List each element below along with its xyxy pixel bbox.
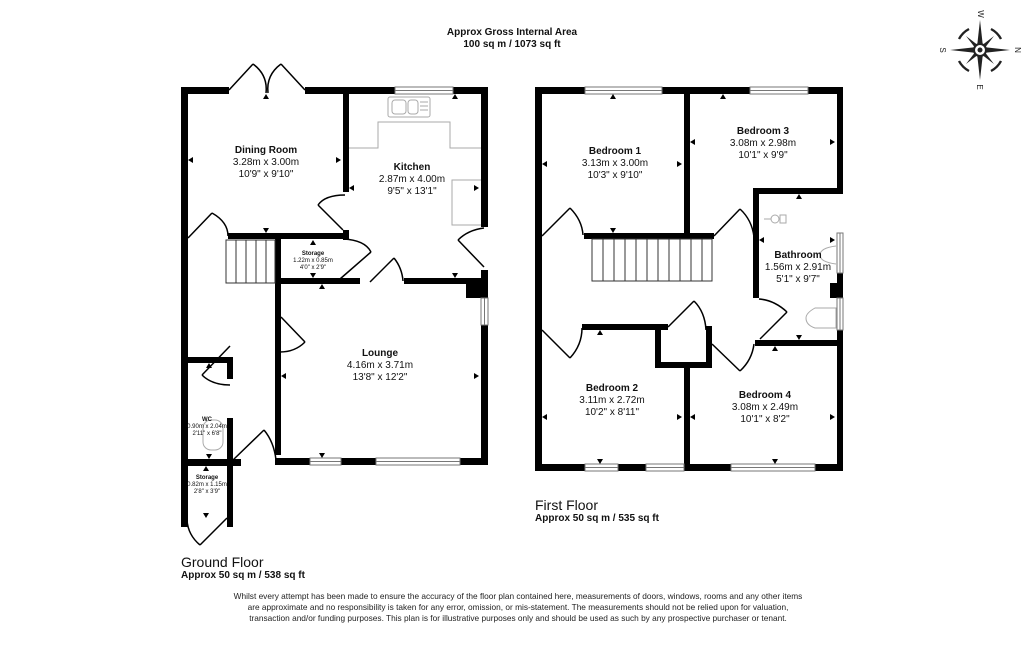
ground-floor-caption: Ground Floor Approx 50 sq m / 538 sq ft [181,554,305,582]
room-metric: 0.82m x 1.15m [187,482,227,488]
room-label-bedroom-2: Bedroom 2 3.11m x 2.72m 10'2" x 8'11" [579,383,644,419]
room-imperial: 10'3" x 9'10" [587,170,643,181]
kitchen-fixtures [202,96,481,451]
room-imperial: 13'8" x 12'2" [352,372,408,383]
room-metric: 3.13m x 3.00m [581,158,649,169]
room-metric: 2.87m x 4.00m [378,174,446,185]
ground-floor-walls [181,87,488,527]
disclaimer-text: Whilst every attempt has been made to en… [233,591,803,623]
compass-east-label: E [975,84,984,89]
room-imperial: 10'2" x 8'11" [584,407,640,418]
room-label-bathroom: Bathroom 1.56m x 2.91m 5'1" x 9'7" [765,250,831,286]
room-imperial: 10'1" x 8'2" [740,414,790,425]
room-name: Dining Room [234,145,298,156]
room-metric: 1.56m x 2.91m [764,262,832,273]
first-floor-doors [541,207,788,372]
room-label-bedroom-3: Bedroom 3 3.08m x 2.98m 10'1" x 9'9" [730,126,796,162]
room-label-bedroom-1: Bedroom 1 3.13m x 3.00m 10'3" x 9'10" [582,146,648,182]
first-floor-title: First Floor [535,497,598,513]
first-floor-area: Approx 50 sq m / 535 sq ft [535,513,659,524]
compass-west-label: W [976,10,985,18]
room-imperial: 9'5" x 13'1" [387,186,437,197]
room-label-lounge: Lounge 4.16m x 3.71m 13'8" x 12'2" [347,348,413,384]
room-label-wc: WC 0.90m x 2.04m 2'11" x 6'8" [187,417,227,438]
ground-floor-title: Ground Floor [181,554,264,570]
first-floor-stairs [591,238,713,282]
room-imperial: 10'1" x 9'9" [738,150,788,161]
room-imperial: 2'8" x 3'9" [193,489,221,495]
compass-rose-icon: W N S E [940,10,1022,89]
room-label-bedroom-4: Bedroom 4 3.08m x 2.49m 10'1" x 8'2" [732,390,798,426]
room-label-kitchen: Kitchen 2.87m x 4.00m 9'5" x 13'1" [379,162,445,198]
gross-area-header: Approx Gross Internal Area 100 sq m / 10… [0,27,1024,51]
room-label-storage-ground: Storage 1.22m x 0.85m 4'0" x 2'9" [293,251,333,272]
room-metric: 1.22m x 0.85m [293,258,333,264]
room-imperial: 5'1" x 9'7" [776,274,820,285]
room-imperial: 10'9" x 9'10" [238,169,294,180]
first-floor-walls [535,87,843,471]
room-name: Bedroom 4 [738,390,792,401]
room-name: Bedroom 1 [588,146,642,157]
ground-floor-area: Approx 50 sq m / 538 sq ft [181,570,305,581]
room-name: Lounge [361,348,399,359]
first-floor-windows [584,86,844,472]
bathroom-fixtures [764,214,837,329]
room-metric: 3.28m x 3.00m [232,157,300,168]
room-name: Bedroom 2 [585,383,639,394]
room-name: WC [202,417,212,423]
room-metric: 3.08m x 2.98m [729,138,797,149]
room-metric: 0.90m x 2.04m [187,424,227,430]
first-floor-caption: First Floor Approx 50 sq m / 535 sq ft [535,497,659,525]
compass-north-label: N [1013,47,1022,53]
room-label-dining-room: Dining Room 3.28m x 3.00m 10'9" x 9'10" [233,145,299,181]
first-floor-dimension-markers [542,94,835,464]
room-label-storage-understairs: Storage 0.82m x 1.15m 2'8" x 3'9" [187,475,227,496]
room-metric: 3.11m x 2.72m [579,395,645,406]
room-metric: 4.16m x 3.71m [346,360,414,371]
compass-south-label: S [940,47,947,52]
room-name: Storage [195,475,219,481]
gross-area-value: 100 sq m / 1073 sq ft [463,39,561,50]
ground-floor-dimension-markers [188,94,479,518]
room-name: Kitchen [393,162,431,173]
room-name: Storage [301,251,325,257]
room-metric: 3.08m x 2.49m [731,402,799,413]
ground-floor-doors [186,63,485,546]
room-name: Bathroom [774,250,822,261]
ground-floor-windows [309,86,489,466]
room-imperial: 2'11" x 6'8" [192,431,222,437]
ground-floor-stairs [225,239,276,284]
room-imperial: 4'0" x 2'9" [299,265,327,271]
gross-area-title: Approx Gross Internal Area [446,27,578,38]
room-name: Bedroom 3 [736,126,790,137]
